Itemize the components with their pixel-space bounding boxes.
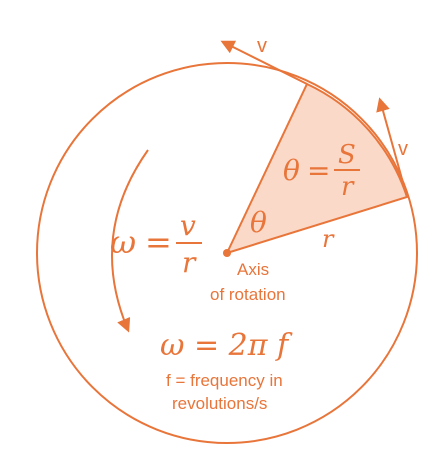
omega-eq-numerator: v [180, 209, 196, 242]
omega-eq-denominator: r [182, 246, 197, 279]
frequency-note-line1: f = frequency in [166, 371, 283, 390]
omega-eq-equals: = [145, 223, 172, 261]
omega-eq-omega: ω [110, 223, 136, 261]
theta-eq-denominator: r [341, 172, 355, 202]
radius-label: r [322, 225, 335, 253]
axis-label-line2: of rotation [210, 285, 286, 304]
theta-eq-numerator: S [338, 140, 356, 170]
omega-2pi-f-equation: ω = 2π f [160, 328, 293, 363]
theta-angle-label: θ [250, 206, 267, 239]
velocity-label-right: v [398, 138, 408, 160]
axis-dot [223, 249, 231, 257]
velocity-arrow-top [220, 40, 308, 85]
rotation-circle [36, 62, 418, 444]
theta-eq-theta: θ [283, 154, 300, 187]
axis-label-line1: Axis [237, 260, 269, 279]
velocity-arrow-right [376, 97, 408, 198]
theta-eq-equals: = [307, 154, 330, 187]
frequency-note-line2: revolutions/s [172, 394, 267, 413]
rotation-direction-arrow [111, 149, 149, 333]
velocity-label-top: v [257, 35, 267, 57]
